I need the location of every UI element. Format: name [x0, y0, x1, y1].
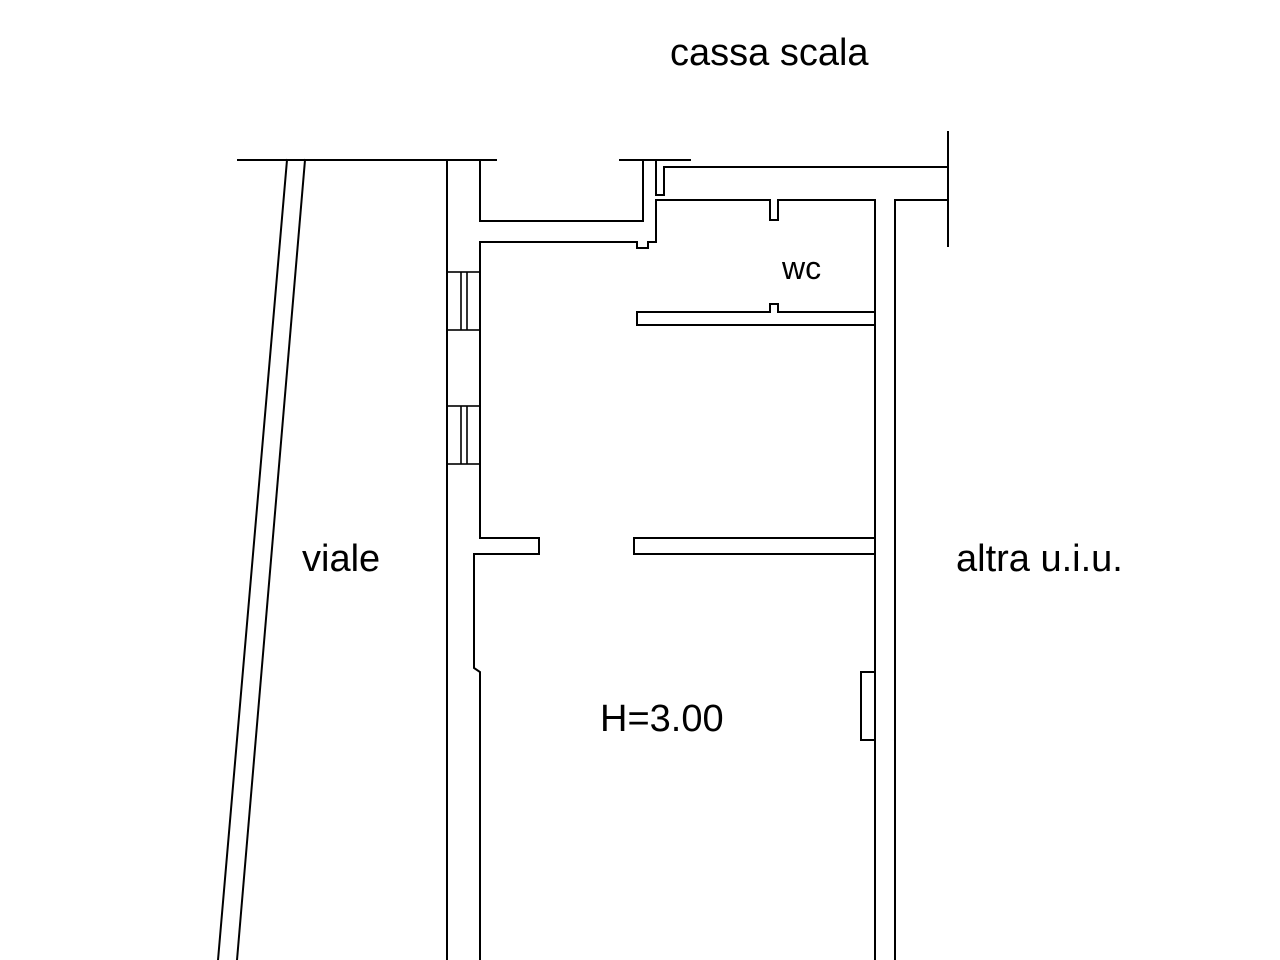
window-upper [446, 271, 481, 331]
stair-notch [655, 159, 665, 196]
other-unit-label: altra u.i.u. [956, 538, 1123, 580]
right-niche [860, 671, 876, 741]
wc-wall-top [647, 199, 876, 243]
street-edge-inner [235, 158, 307, 960]
window-lower [446, 405, 481, 465]
left-wall-inner-mid [473, 241, 540, 960]
wc-wall-bottom [636, 303, 876, 313]
wc-label: wc [782, 250, 822, 286]
left-wall-inner-upper [479, 159, 644, 222]
wc-wall-bottom-inner [636, 311, 876, 326]
partition-wall [633, 537, 876, 555]
right-wall [894, 199, 949, 960]
stair-well-label: cassa scala [670, 32, 869, 74]
ceiling-height-label: H=3.00 [600, 698, 724, 740]
corridor-top-wall [479, 241, 649, 249]
avenue-label: viale [302, 538, 381, 580]
street-edge-outer [216, 158, 289, 960]
